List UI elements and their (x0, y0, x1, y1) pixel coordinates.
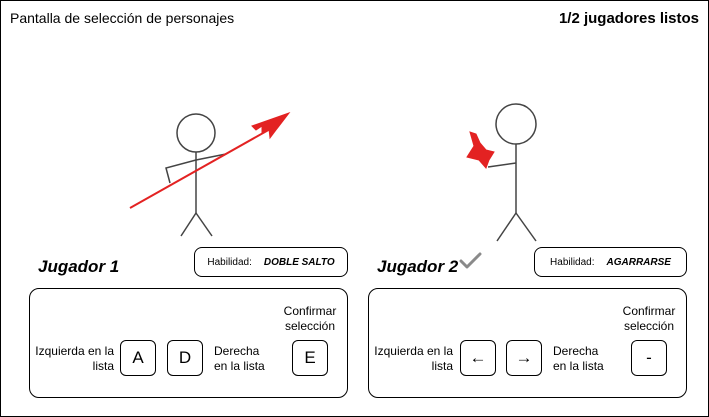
ability-label: Habilidad: (550, 256, 595, 268)
player-2-ability-box: Habilidad: AGARRARSE (534, 247, 687, 277)
screen-title: Pantalla de selección de personajes (10, 10, 235, 26)
confirm-selection-label: Confirmar selección (283, 304, 337, 333)
character-2-grabber[interactable] (466, 103, 537, 242)
confirm-selection-label: Confirmar selección (622, 304, 676, 333)
player-2-label: Jugador 2 (377, 257, 459, 276)
player-1-label: Jugador 1 (38, 257, 120, 276)
spear-head-icon (251, 111, 291, 140)
right-in-list-label: Derecha en la lista (214, 344, 265, 373)
confirm-key[interactable]: - (631, 340, 667, 376)
checkmark-icon (459, 252, 482, 269)
right-in-list-label: Derecha en la lista (553, 344, 604, 373)
ready-status: 1/2 jugadores listos (558, 10, 699, 27)
left-key[interactable]: A (120, 340, 156, 376)
right-key[interactable]: D (167, 340, 203, 376)
character-1-spear-thrower[interactable] (129, 111, 291, 237)
left-in-list-label: Izquierda en la lista (374, 344, 453, 373)
ability-name: DOBLE SALTO (263, 256, 335, 268)
ability-name: AGARRARSE (606, 256, 671, 268)
ability-label: Habilidad: (207, 256, 252, 268)
right-arrow-key[interactable]: → (506, 340, 542, 376)
player-2-controls-panel: Izquierda en la lista ← → Derecha en la … (368, 288, 687, 398)
confirm-key[interactable]: E (292, 340, 328, 376)
left-in-list-label: Izquierda en la lista (35, 344, 114, 373)
player-1-ability-box: Habilidad: DOBLE SALTO (194, 247, 348, 277)
grab-hand-icon (466, 131, 495, 169)
left-arrow-key[interactable]: ← (460, 340, 496, 376)
player-1-controls-panel: Izquierda en la lista A D Derecha en la … (29, 288, 348, 398)
